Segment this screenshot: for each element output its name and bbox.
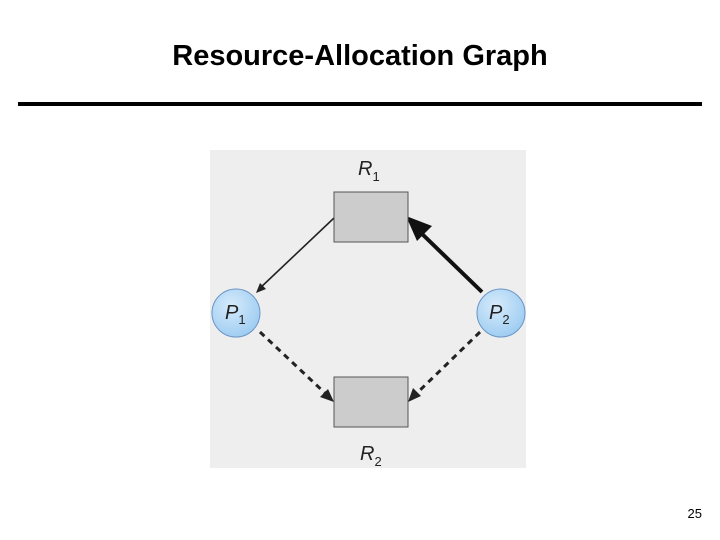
resource-r2-label: R2 xyxy=(360,443,382,468)
resource-r2-box xyxy=(333,376,409,428)
edge-p1-to-r2 xyxy=(258,330,328,396)
edge-p2-to-r2 xyxy=(414,330,482,396)
process-p2-label: P2 xyxy=(489,302,510,327)
resource-r1-box xyxy=(333,191,409,243)
edge-p2-to-r1 xyxy=(416,228,484,294)
edge-p1-to-r2-arrowhead xyxy=(320,389,334,402)
edge-p2-to-r2-arrowhead xyxy=(408,388,421,402)
edge-p2-to-r1-arrowhead xyxy=(406,216,432,241)
title-divider xyxy=(18,102,702,106)
process-p1-node xyxy=(211,288,261,338)
edge-r1-to-p1-arrowhead xyxy=(256,283,266,293)
resource-r1-label: R1 xyxy=(358,158,380,184)
slide-number: 25 xyxy=(687,506,702,521)
resource-allocation-graph: R1 R2 P1 P2 xyxy=(210,150,526,468)
process-p2-node xyxy=(476,288,526,338)
slide-title: Resource-Allocation Graph xyxy=(172,40,548,72)
edge-r1-to-p1 xyxy=(257,217,335,291)
process-p1-label: P1 xyxy=(225,302,246,327)
